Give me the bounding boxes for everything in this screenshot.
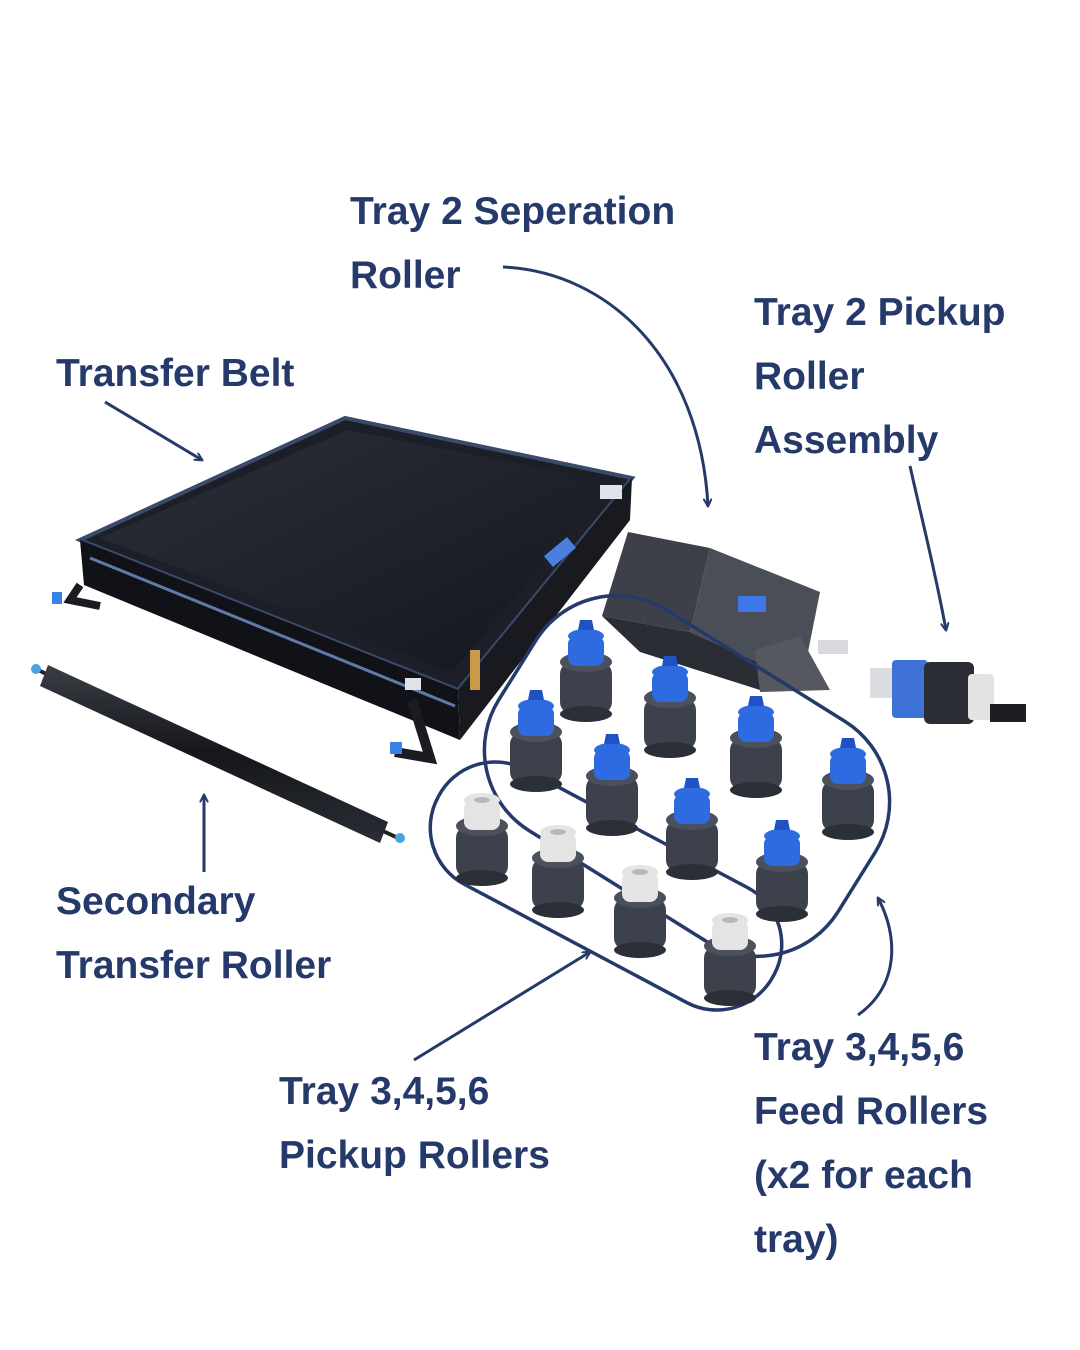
arrow-feed-rollers <box>857 898 894 1017</box>
label-pickup-assembly: Tray 2 Pickup Roller Assembly <box>754 281 1005 473</box>
label-transfer-belt-line-1: Transfer Belt <box>56 352 295 395</box>
label-pickup-rollers: Tray 3,4,5,6 Pickup Rollers <box>279 1060 550 1188</box>
label-transfer-belt: Transfer Belt <box>56 342 294 406</box>
arrow-transfer-belt <box>104 400 202 460</box>
pickup-roller-4 <box>704 913 756 1006</box>
label-pickup-rollers-line-1: Tray 3,4,5,6 <box>279 1070 490 1113</box>
label-secondary-roller: Secondary Transfer Roller <box>56 870 331 998</box>
secondary-transfer-roller-image <box>31 664 405 843</box>
pickup-roller-2 <box>532 825 584 918</box>
feed-roller-4 <box>586 734 638 836</box>
transfer-belt-image <box>52 415 636 765</box>
label-pickup-assembly-line-3: Assembly <box>754 419 939 462</box>
label-pickup-assembly-line-2: Roller <box>754 355 865 398</box>
arrow-pickup-rollers <box>413 952 590 1062</box>
separation-roller-assembly-image <box>602 532 848 692</box>
label-pickup-rollers-line-2: Pickup Rollers <box>279 1134 550 1177</box>
label-separation-roller-line-1: Tray 2 Seperation <box>350 190 676 233</box>
label-feed-rollers-line-4: tray) <box>754 1218 839 1261</box>
feed-roller-5 <box>730 696 782 798</box>
label-feed-rollers-line-1: Tray 3,4,5,6 <box>754 1026 965 1069</box>
label-secondary-roller-line-1: Secondary <box>56 880 256 923</box>
feed-roller-6 <box>822 738 874 840</box>
label-feed-rollers-line-2: Feed Rollers <box>754 1090 989 1133</box>
feed-rollers-image <box>510 620 874 922</box>
label-secondary-roller-line-2: Transfer Roller <box>56 944 332 987</box>
feed-roller-2 <box>644 656 696 758</box>
feed-roller-7 <box>666 778 718 880</box>
feed-roller-1 <box>560 620 612 722</box>
label-separation-roller: Tray 2 Seperation Roller <box>350 180 675 308</box>
arrow-pickup-assembly <box>908 465 946 630</box>
label-pickup-assembly-line-1: Tray 2 Pickup <box>754 291 1006 334</box>
arrow-separation-roller <box>502 265 708 506</box>
label-feed-rollers-line-3: (x2 for each <box>754 1154 973 1197</box>
feed-rollers-group-outline <box>482 593 892 959</box>
pickup-roller-3 <box>614 865 666 958</box>
pickup-roller-1 <box>456 793 508 886</box>
pickup-roller-assembly-image <box>870 660 1026 724</box>
pickup-rollers-image <box>456 793 756 1006</box>
feed-roller-8 <box>756 820 808 922</box>
feed-roller-3 <box>510 690 562 792</box>
label-feed-rollers: Tray 3,4,5,6 Feed Rollers (x2 for each t… <box>754 1016 988 1272</box>
label-separation-roller-line-2: Roller <box>350 254 461 297</box>
